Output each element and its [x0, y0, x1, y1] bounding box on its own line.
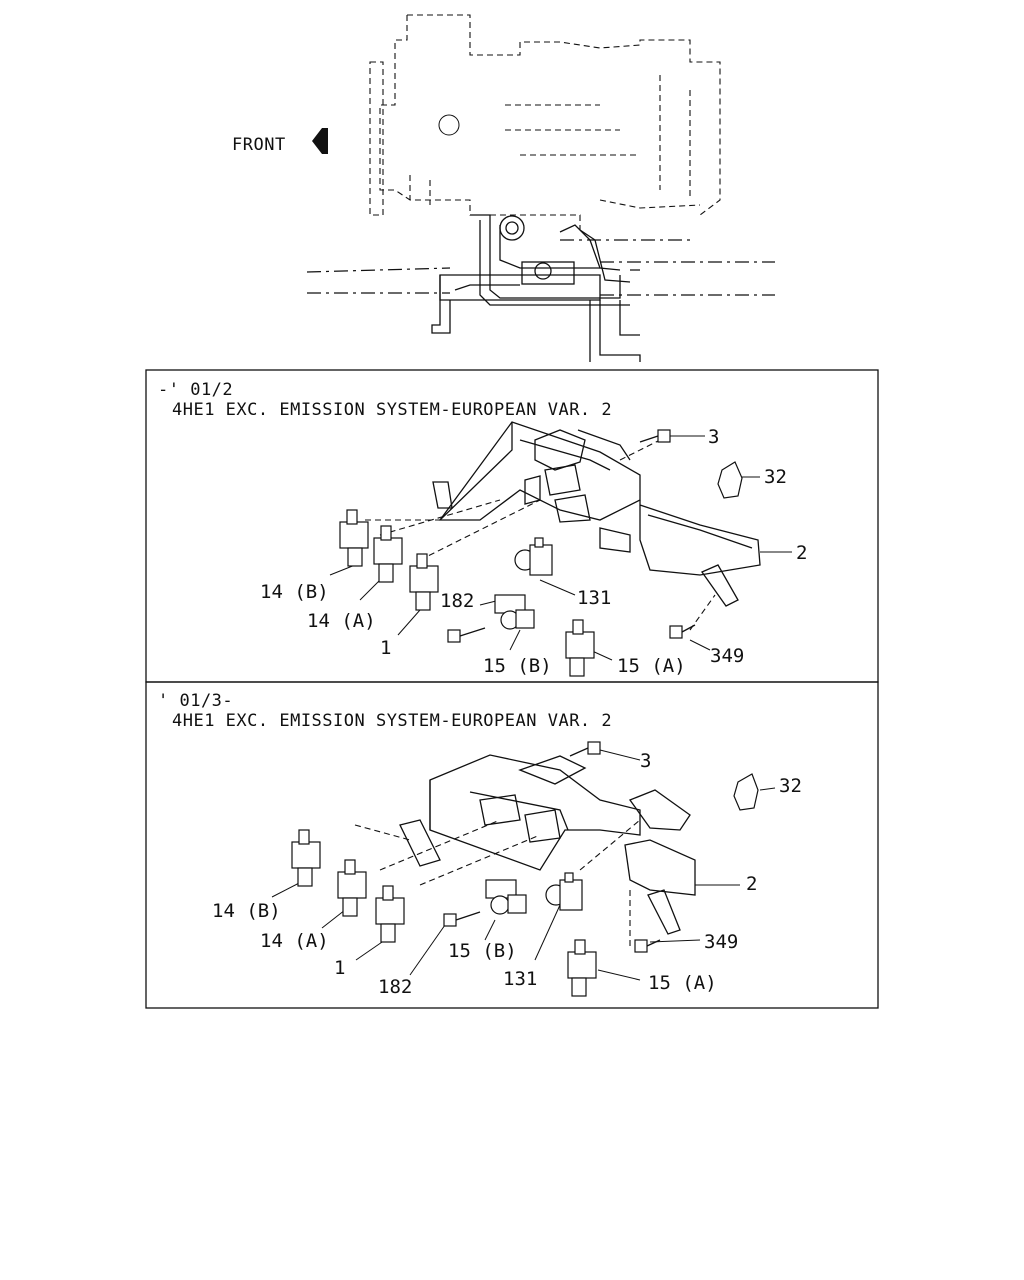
label-1-2: 1	[334, 957, 345, 979]
label-15a: 15 (A)	[617, 655, 686, 677]
panel-1: -' 01/2 4HE1 EXC. EMISSION SYSTEM-EUROPE…	[145, 369, 879, 683]
panel-2-frame	[145, 681, 879, 1009]
label-2: 2	[796, 542, 807, 564]
solenoid-15a	[565, 619, 595, 677]
bolt-349-2	[634, 939, 661, 953]
solenoid-1	[409, 553, 439, 611]
label-3-2: 3	[640, 750, 651, 772]
front-arrow-icon	[312, 128, 328, 154]
label-1: 1	[380, 637, 391, 659]
solenoid-131-2	[545, 872, 583, 911]
label-32-2: 32	[779, 775, 802, 797]
label-15a-2: 15 (A)	[648, 972, 717, 994]
label-2-2: 2	[746, 873, 757, 895]
label-15b-2: 15 (B)	[448, 940, 517, 962]
bracket-assembly-2	[399, 754, 696, 935]
panel-2-title: 4HE1 EXC. EMISSION SYSTEM-EUROPEAN VAR. …	[172, 711, 612, 731]
bolt-3-2	[569, 741, 601, 757]
label-3: 3	[708, 426, 719, 448]
solenoid-131	[514, 537, 553, 576]
label-131-2: 131	[503, 968, 537, 990]
panel-1-title: 4HE1 EXC. EMISSION SYSTEM-EUROPEAN VAR. …	[172, 400, 612, 420]
solenoid-15b-2	[485, 879, 527, 915]
label-15b: 15 (B)	[483, 655, 552, 677]
panel-2-range: ' 01/3-	[158, 691, 233, 711]
solenoid-14a	[373, 525, 403, 583]
engine-overview: FRONT	[232, 14, 775, 362]
label-14b-2: 14 (B)	[212, 900, 281, 922]
panel-1-range: -' 01/2	[158, 380, 233, 400]
solenoid-14a-2	[337, 859, 367, 917]
bracket-assembly	[432, 421, 761, 607]
label-182-2: 182	[378, 976, 412, 998]
panel-2: ' 01/3- 4HE1 EXC. EMISSION SYSTEM-EUROPE…	[145, 681, 879, 1009]
label-349-2: 349	[704, 931, 738, 953]
clip-32	[717, 461, 743, 499]
solenoid-15b	[494, 594, 535, 630]
clip-32-2	[733, 773, 759, 811]
label-14b: 14 (B)	[260, 581, 329, 603]
bolt-3	[639, 429, 671, 443]
label-182: 182	[440, 590, 474, 612]
label-349: 349	[710, 645, 744, 667]
solenoid-14b	[339, 509, 369, 567]
label-14a: 14 (A)	[307, 610, 376, 632]
bolt-182	[447, 627, 486, 643]
bolt-349	[669, 624, 696, 639]
solenoid-15a-2	[567, 939, 597, 997]
label-131: 131	[577, 587, 611, 609]
solenoid-14b-2	[291, 829, 321, 887]
label-14a-2: 14 (A)	[260, 930, 329, 952]
bolt-182-2	[443, 911, 481, 927]
solenoid-1-2	[375, 885, 405, 943]
front-label: FRONT	[232, 135, 286, 155]
label-32: 32	[764, 466, 787, 488]
